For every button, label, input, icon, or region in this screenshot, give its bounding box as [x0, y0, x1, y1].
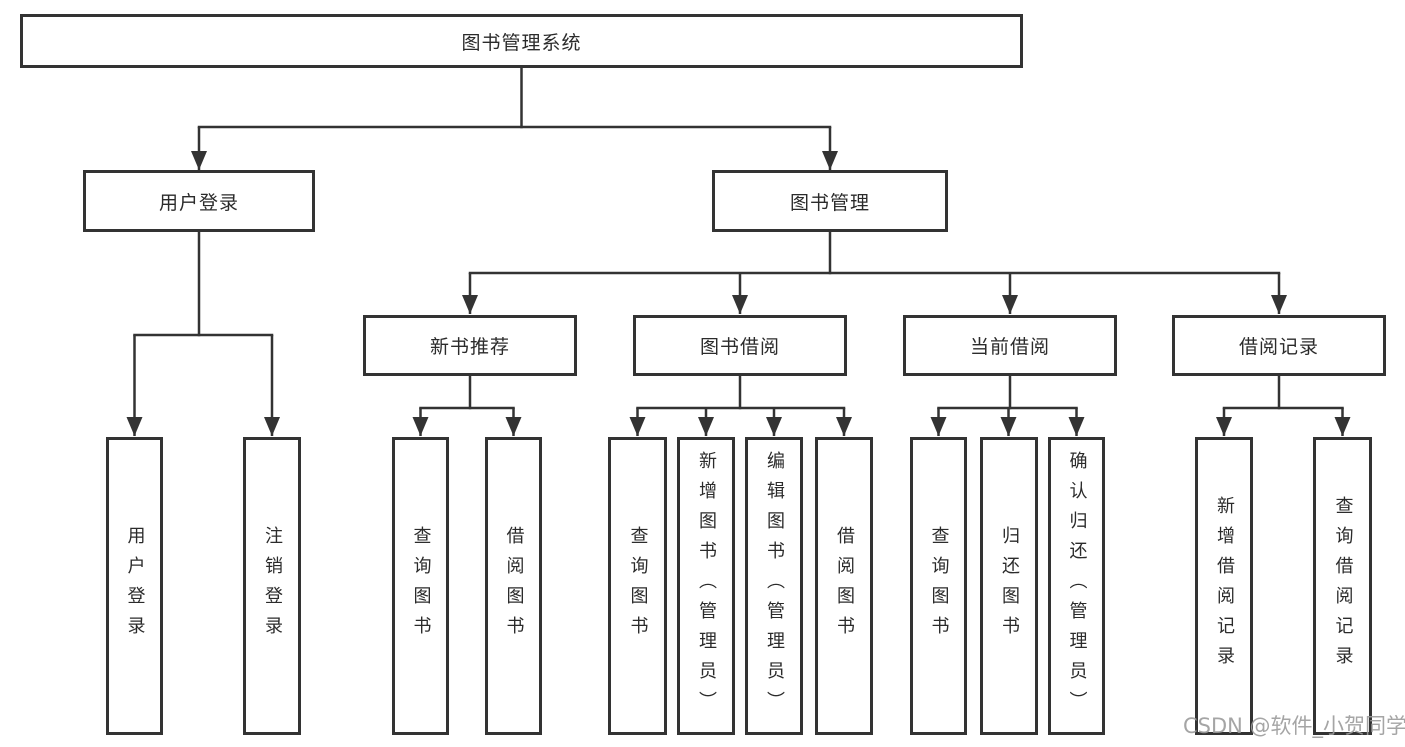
node-borrow-records-label: 借阅记录 — [1238, 336, 1319, 358]
leaf-bb-query-books: 查询图书 — [608, 437, 667, 735]
leaf-cb-return-book: 归还图书 — [980, 437, 1038, 735]
leaf-bb-add-book-admin: 新增图书（管理员） — [677, 437, 735, 735]
leaf-bb-borrow-books: 借阅图书 — [815, 437, 873, 735]
root-node-label: 图书管理系统 — [461, 31, 582, 54]
leaf-nb-query-books-label: 查询图书 — [410, 526, 432, 646]
leaf-br-add-record: 新增借阅记录 — [1195, 437, 1253, 735]
leaf-logout: 注销登录 — [243, 437, 301, 735]
node-current-borrow-label: 当前借阅 — [969, 336, 1050, 358]
leaf-nb-borrow-books-label: 借阅图书 — [503, 526, 525, 646]
node-current-borrow: 当前借阅 — [903, 315, 1117, 376]
leaf-bb-add-book-admin-label: 新增图书（管理员） — [696, 451, 717, 721]
node-book-borrow: 图书借阅 — [633, 315, 847, 376]
node-user-login-label: 用户登录 — [158, 191, 239, 214]
node-new-book-recommend-label: 新书推荐 — [429, 336, 510, 358]
leaf-bb-edit-book-admin-label: 编辑图书（管理员） — [764, 451, 785, 721]
leaf-nb-borrow-books: 借阅图书 — [485, 437, 542, 735]
leaf-cb-query-books-label: 查询图书 — [928, 526, 950, 646]
leaf-user-login: 用户登录 — [106, 437, 163, 735]
leaf-user-login-label: 用户登录 — [124, 526, 146, 646]
leaf-cb-confirm-return-admin-label: 确认归还（管理员） — [1066, 451, 1088, 721]
node-new-book-recommend: 新书推荐 — [363, 315, 577, 376]
leaf-bb-edit-book-admin: 编辑图书（管理员） — [745, 437, 803, 735]
node-user-login: 用户登录 — [83, 170, 315, 232]
node-book-management-label: 图书管理 — [789, 191, 870, 214]
root-node-library-system: 图书管理系统 — [20, 14, 1023, 68]
csdn-watermark: CSDN @软件_小贺同学 — [1183, 714, 1405, 738]
leaf-logout-label: 注销登录 — [262, 526, 283, 646]
node-book-management: 图书管理 — [712, 170, 948, 232]
node-book-borrow-label: 图书借阅 — [699, 336, 780, 358]
leaf-br-query-record: 查询借阅记录 — [1313, 437, 1372, 735]
leaf-cb-query-books: 查询图书 — [910, 437, 967, 735]
leaf-cb-confirm-return-admin: 确认归还（管理员） — [1048, 437, 1105, 735]
leaf-nb-query-books: 查询图书 — [392, 437, 449, 735]
leaf-bb-query-books-label: 查询图书 — [627, 526, 649, 646]
leaf-bb-borrow-books-label: 借阅图书 — [834, 526, 855, 646]
leaf-cb-return-book-label: 归还图书 — [999, 526, 1020, 646]
node-borrow-records: 借阅记录 — [1172, 315, 1386, 376]
leaf-br-query-record-label: 查询借阅记录 — [1332, 496, 1354, 676]
leaf-br-add-record-label: 新增借阅记录 — [1214, 496, 1235, 676]
